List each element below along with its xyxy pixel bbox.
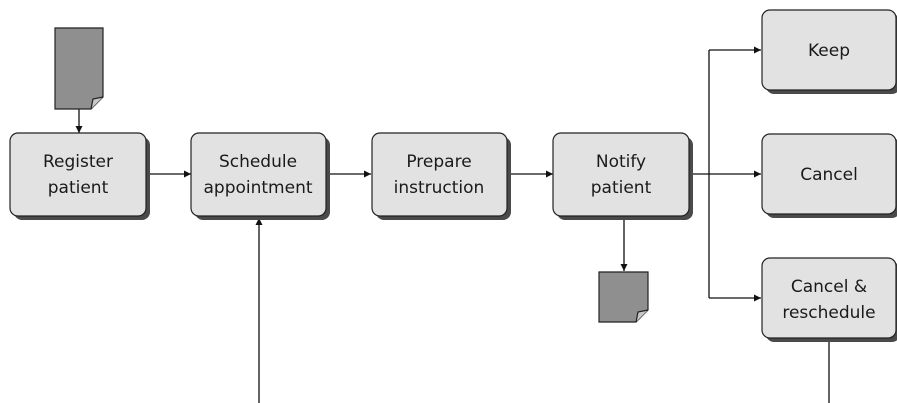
output-document-icon xyxy=(598,271,649,323)
schedule-appointment-box: Schedule appointment xyxy=(190,132,330,220)
prepare-instruction-box: Prepare instruction xyxy=(371,132,511,220)
notify-label-line1: Notify xyxy=(596,152,646,172)
prepare-label-line2: instruction xyxy=(394,178,485,198)
keep-box: Keep xyxy=(761,9,897,94)
register-label-line2: patient xyxy=(48,178,109,198)
cancel-label: Cancel xyxy=(800,165,858,185)
notify-label-line2: patient xyxy=(591,178,652,198)
cancel-box: Cancel xyxy=(761,133,897,218)
register-patient-box: Register patient xyxy=(9,132,150,220)
connectors xyxy=(75,46,830,403)
schedule-label-line2: appointment xyxy=(203,178,312,198)
prepare-label-line1: Prepare xyxy=(406,152,471,172)
cancel-reschedule-box: Cancel & reschedule xyxy=(761,257,897,342)
cancel-reschedule-label-line1: Cancel & xyxy=(791,277,867,297)
notify-patient-box: Notify patient xyxy=(552,132,693,220)
register-label-line1: Register xyxy=(43,152,113,172)
keep-label: Keep xyxy=(808,41,850,61)
input-document-icon xyxy=(54,27,104,110)
cancel-reschedule-label-line2: reschedule xyxy=(782,303,875,323)
schedule-label-line1: Schedule xyxy=(219,152,297,172)
